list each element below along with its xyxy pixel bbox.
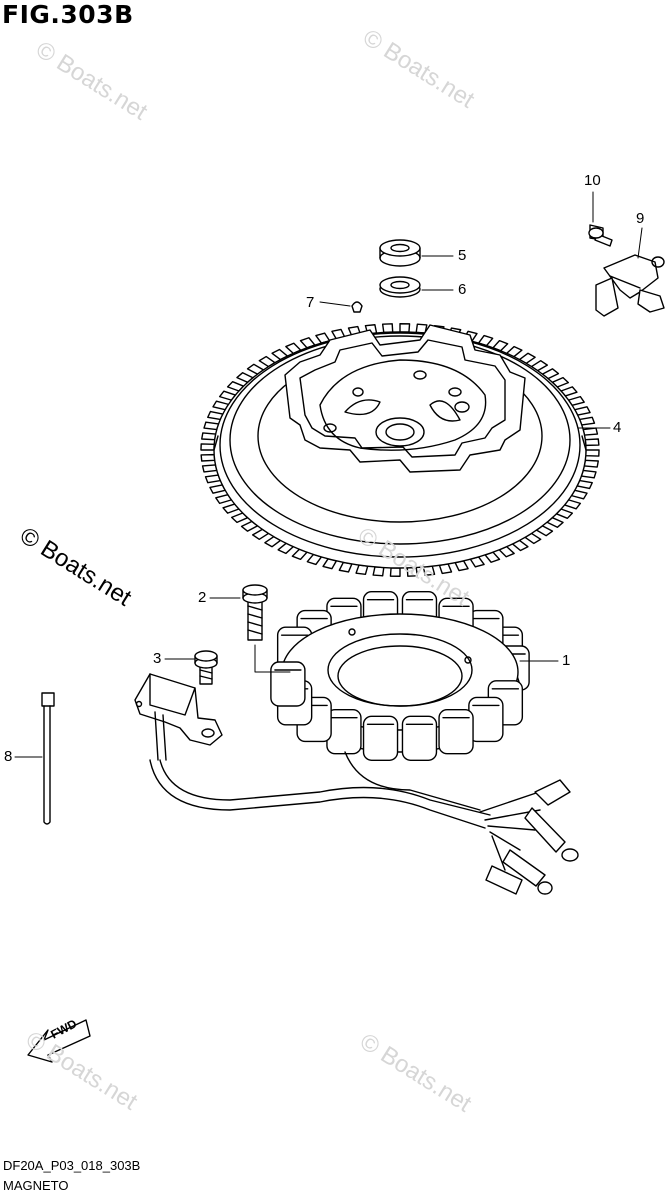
flywheel-nut [379,239,421,267]
wire-harness [149,751,579,895]
callout-10: 10 [584,172,601,189]
callout-4: 4 [613,419,622,436]
leader-lines [14,191,643,758]
figure-title: FIG.303B [2,0,134,29]
stator-pole [468,696,504,743]
stator-pole [270,661,306,707]
callout-3: 3 [153,650,162,667]
bolt-3 [194,650,218,685]
stator-pole [401,715,438,761]
figure-name: MAGNETO [3,1178,69,1193]
pulser-coil [134,673,223,761]
flywheel [200,323,600,577]
bolt-2 [242,584,268,641]
fwd-arrow-icon [27,1019,91,1063]
callout-2: 2 [198,589,207,606]
figure-code: DF20A_P03_018_303B [3,1158,141,1173]
cable-tie [41,692,55,825]
callout-9: 9 [636,210,645,227]
callout-5: 5 [458,247,467,264]
callout-1: 1 [562,652,571,669]
stator-pole [362,715,399,761]
callout-8: 8 [4,748,13,765]
flywheel-washer [379,276,421,298]
callout-7: 7 [306,294,315,311]
woodruff-key [351,301,363,313]
stator [270,591,530,761]
sensor-9 [595,254,665,317]
callout-6: 6 [458,281,467,298]
stator-pole [438,709,474,755]
stator-pole [326,709,362,755]
bolt-10 [588,224,613,247]
